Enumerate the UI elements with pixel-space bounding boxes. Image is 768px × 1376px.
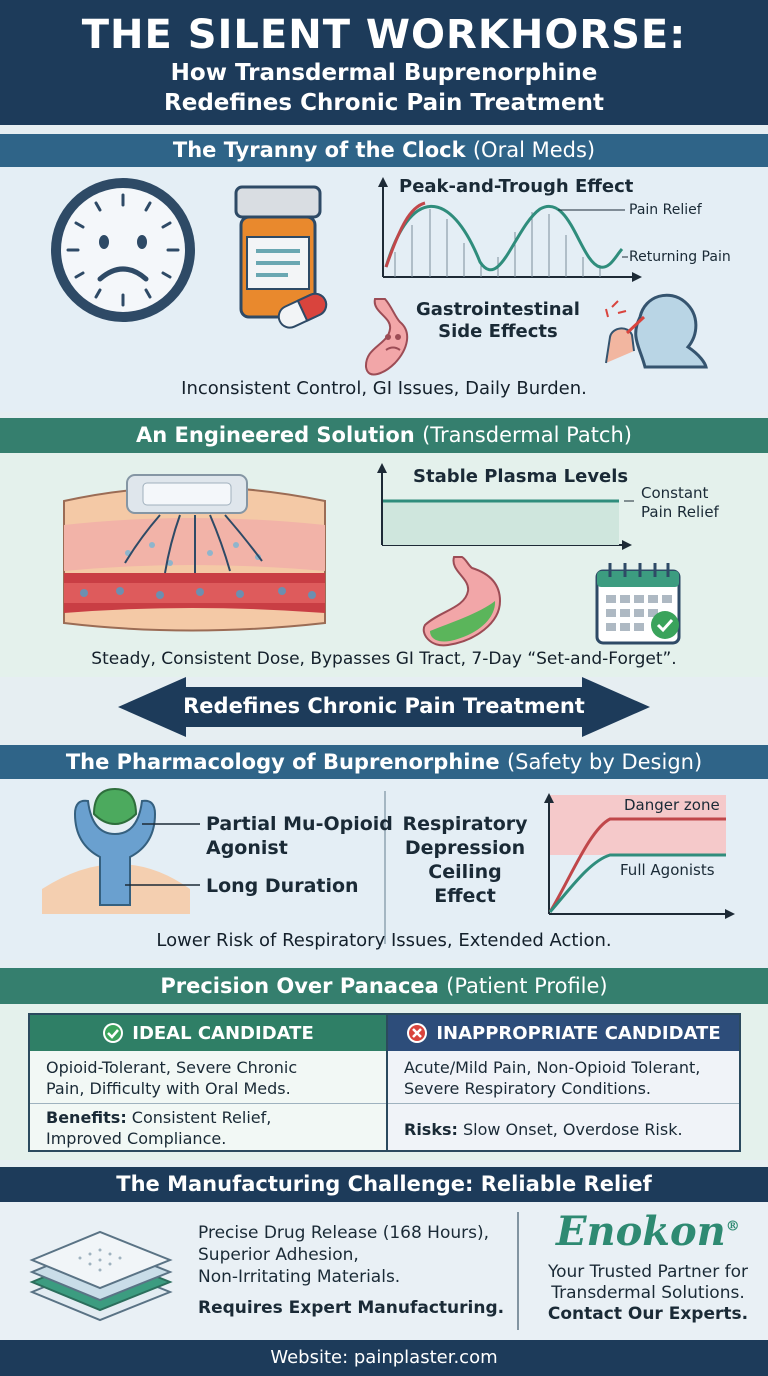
section-patch-heading-light: (Transdermal Patch) — [422, 423, 632, 447]
double-arrow-icon — [118, 677, 650, 737]
upset-stomach-icon — [364, 298, 409, 376]
ideal-row-divider — [30, 1103, 386, 1104]
section-oral-heading-light: (Oral Meds) — [472, 138, 596, 162]
pill-bottle-icon — [234, 185, 322, 319]
inappropriate-indications: Acute/Mild Pain, Non-Opioid Tolerant, Se… — [388, 1057, 739, 1099]
sad-clock-icon — [51, 178, 195, 322]
section-oral-heading-bold: The Tyranny of the Clock — [172, 138, 466, 162]
section-profile-heading-light: (Patient Profile) — [446, 974, 608, 998]
pharm-summary: Lower Risk of Respiratory Issues, Extend… — [156, 930, 612, 951]
ideal-header: IDEAL CANDIDATE — [30, 1015, 386, 1051]
inappropriate-column: INAPPROPRIATE CANDIDATE Acute/Mild Pain,… — [388, 1015, 739, 1150]
ceiling-effect-chart — [544, 793, 735, 919]
pharm-illustrations — [42, 787, 735, 944]
manufacturing-line2: Superior Adhesion, — [198, 1245, 359, 1265]
footer-website[interactable]: Website: painplaster.com — [0, 1340, 768, 1376]
inappropriate-row-divider — [388, 1103, 739, 1104]
manufacturing-line3: Non-Irritating Materials. — [198, 1267, 401, 1287]
ideal-benefits-label: Benefits: — [46, 1108, 127, 1127]
section-patch-heading: An Engineered Solution (Transdermal Patc… — [0, 418, 768, 453]
manufacturing-requirements: Precise Drug Release (168 Hours), Superi… — [198, 1222, 489, 1288]
ideal-benefits-line2: Improved Compliance. — [46, 1129, 227, 1148]
ideal-column: IDEAL CANDIDATE Opioid-Tolerant, Severe … — [30, 1015, 386, 1150]
page-subtitle-line1: How Transdermal Buprenorphine — [170, 60, 598, 86]
pharm-respiratory-label: Respiratory Depression Ceiling Effect — [395, 812, 535, 908]
enokon-logo: Enokon® — [556, 1208, 740, 1255]
stable-plasma-chart — [377, 463, 634, 550]
inappropriate-risks-label: Risks: — [404, 1120, 458, 1139]
pharm-full-agonists-label: Full Agonists — [620, 861, 715, 879]
page-title: THE SILENT WORKHORSE: — [81, 12, 687, 58]
inappropriate-risks: Risks: Slow Onset, Overdose Risk. — [388, 1119, 739, 1140]
patch-illustrations — [63, 463, 681, 647]
registered-mark: ® — [725, 1218, 740, 1235]
patient-profile-table: IDEAL CANDIDATE Opioid-Tolerant, Severe … — [28, 1013, 741, 1152]
x-circle-icon — [407, 1023, 428, 1043]
section-pharm-heading-bold: The Pharmacology of Buprenorphine — [65, 750, 500, 774]
page-header: THE SILENT WORKHORSE: How Transdermal Bu… — [0, 0, 768, 125]
patch-summary: Steady, Consistent Dose, Bypasses GI Tra… — [91, 649, 677, 669]
patch-label-constant-relief: Constant Pain Relief — [641, 484, 719, 522]
inappropriate-header-label: INAPPROPRIATE CANDIDATE — [436, 1022, 721, 1044]
skin-cross-section-icon — [63, 474, 326, 632]
section-pharm-heading-light: (Safety by Design) — [506, 750, 703, 774]
ideal-benefits: Benefits: Consistent Relief, Improved Co… — [30, 1107, 386, 1149]
oral-chart-title: Peak-and-Trough Effect — [399, 176, 634, 197]
inappropriate-indications-line1: Acute/Mild Pain, Non-Opioid Tolerant, — [404, 1058, 701, 1077]
pharm-duration-label: Long Duration — [206, 875, 359, 897]
contact-experts-link[interactable]: Contact Our Experts. — [547, 1304, 749, 1324]
inappropriate-risks-text: Slow Onset, Overdose Risk. — [457, 1120, 683, 1139]
table-column-divider — [386, 1015, 388, 1150]
manufacturing-bold-line: Requires Expert Manufacturing. — [198, 1298, 505, 1318]
section-profile-heading-bold: Precision Over Panacea — [160, 974, 439, 998]
oral-gi-line1: Gastrointestinal — [416, 299, 580, 320]
pharm-danger-zone-label: Danger zone — [624, 796, 720, 814]
section-manufacturing-heading: The Manufacturing Challenge: Reliable Re… — [0, 1167, 768, 1202]
section-pharm-heading: The Pharmacology of Buprenorphine (Safet… — [0, 745, 768, 779]
peak-trough-chart — [378, 177, 642, 282]
pharm-agonist-line2: Agonist — [206, 837, 288, 859]
ideal-indications-line2: Pain, Difficulty with Oral Meds. — [46, 1079, 291, 1098]
patch-chart-title: Stable Plasma Levels — [413, 466, 629, 487]
section-profile-heading: Precision Over Panacea (Patient Profile) — [0, 968, 768, 1004]
oral-summary: Inconsistent Control, GI Issues, Daily B… — [181, 378, 587, 399]
pharm-agonist-line1: Partial Mu-Opioid — [206, 813, 393, 835]
ideal-benefits-text: Consistent Relief, — [126, 1108, 272, 1127]
layered-patch-icon — [29, 1230, 173, 1322]
section-oral-heading: The Tyranny of the Clock (Oral Meds) — [0, 134, 768, 167]
partner-line1: Your Trusted Partner for — [547, 1262, 749, 1282]
ideal-indications-line1: Opioid-Tolerant, Severe Chronic — [46, 1058, 298, 1077]
enokon-logo-text: Enokon — [556, 1208, 726, 1255]
arrow-banner-text: Redefines Chronic Pain Treatment — [183, 694, 585, 718]
capsule-icon — [277, 292, 328, 329]
healthy-stomach-icon — [422, 556, 502, 647]
pharm-agonist-label: Partial Mu-Opioid Agonist — [206, 812, 393, 860]
patch-label-line2: Pain Relief — [641, 503, 719, 521]
oral-gi-label: Gastrointestinal Side Effects — [416, 299, 580, 343]
manufacturing-line1: Precise Drug Release (168 Hours), — [198, 1223, 490, 1243]
pharm-resp-line3: Ceiling Effect — [428, 861, 502, 907]
ideal-header-label: IDEAL CANDIDATE — [132, 1022, 314, 1044]
oral-gi-line2: Side Effects — [438, 321, 558, 342]
patch-label-line1: Constant — [641, 484, 709, 502]
partner-text: Your Trusted Partner for Transdermal Sol… — [528, 1262, 768, 1325]
oral-label-returning-pain: Returning Pain — [629, 249, 731, 265]
inappropriate-header: INAPPROPRIATE CANDIDATE — [388, 1015, 739, 1051]
ideal-indications: Opioid-Tolerant, Severe Chronic Pain, Di… — [30, 1057, 386, 1099]
section-patch-heading-bold: An Engineered Solution — [136, 423, 415, 447]
page-subtitle-line2: Redefines Chronic Pain Treatment — [164, 90, 604, 116]
oral-illustrations — [51, 177, 708, 376]
oral-label-pain-relief: Pain Relief — [629, 202, 702, 218]
calendar-check-icon — [595, 563, 681, 645]
pharm-resp-line2: Depression — [404, 837, 526, 859]
check-circle-icon — [103, 1023, 124, 1043]
nauseous-person-icon — [605, 293, 708, 369]
manufacturing-illustrations — [29, 1212, 519, 1330]
partner-line2: Transdermal Solutions. — [551, 1283, 745, 1303]
inappropriate-indications-line2: Severe Respiratory Conditions. — [404, 1079, 651, 1098]
pharm-resp-line1: Respiratory — [402, 813, 528, 835]
receptor-icon — [42, 787, 200, 914]
